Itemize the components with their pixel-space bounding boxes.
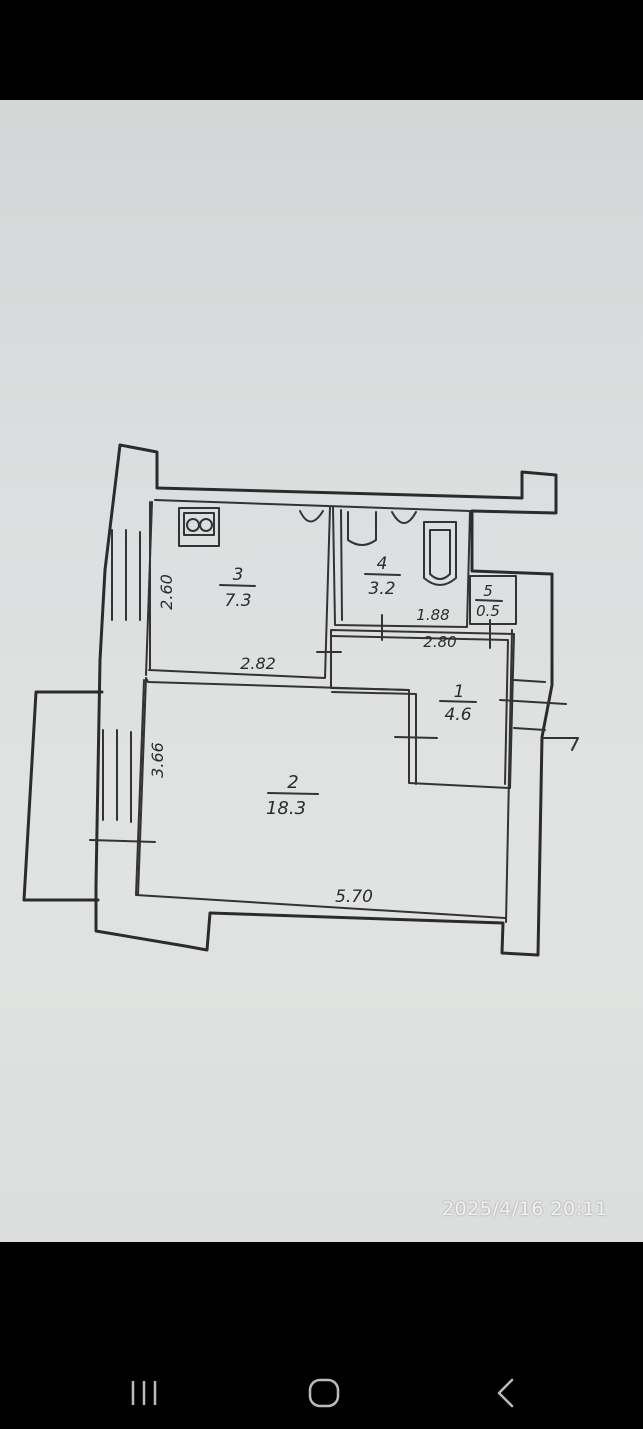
dimension-kitchen-depth: 2.60 xyxy=(157,574,176,610)
android-navigation-bar xyxy=(0,1242,643,1429)
dimension-living-width: 5.70 xyxy=(335,887,373,907)
room-2-number: 2 xyxy=(287,772,298,793)
dimension-kitchen-width: 2.82 xyxy=(240,654,276,673)
door-marks xyxy=(89,614,567,843)
stove-icon xyxy=(178,507,220,547)
washbasin-icon xyxy=(347,511,377,546)
bathroom-walls xyxy=(332,506,471,628)
room-3-area: 7.3 xyxy=(224,591,251,611)
room-4-number: 4 xyxy=(377,554,388,574)
dimension-hallway-width: 2.80 xyxy=(423,633,456,651)
kitchen-walls xyxy=(148,501,331,679)
room-3-number: 3 xyxy=(233,565,244,585)
photo-timestamp: 2025/4/16 20:11 xyxy=(442,1198,608,1220)
room-4-area: 3.2 xyxy=(368,579,395,599)
recent-apps-button[interactable] xyxy=(125,1377,165,1409)
room-5-number: 5 xyxy=(483,582,493,600)
closet-walls xyxy=(469,575,517,625)
balcony xyxy=(22,690,104,902)
toilet-icon xyxy=(391,511,417,524)
room-5-area: 0.5 xyxy=(476,602,500,620)
window-living xyxy=(102,729,132,823)
hallway-walls xyxy=(330,629,515,789)
floor-plan-drawing: 3 7.3 4 3.2 5 0.5 1 4.6 2 18.3 2.60 2.82… xyxy=(22,443,579,957)
living-room-walls xyxy=(137,677,409,896)
stove-inner-icon xyxy=(183,512,215,536)
back-button[interactable] xyxy=(488,1377,528,1409)
kitchen-sink-icon xyxy=(299,510,324,523)
recent-apps-icon xyxy=(131,1381,157,1405)
home-icon xyxy=(308,1378,340,1408)
window-kitchen xyxy=(111,529,141,621)
dimension-living-depth: 3.66 xyxy=(148,742,167,778)
hallway-inner xyxy=(331,635,509,785)
back-icon xyxy=(497,1378,514,1408)
dimension-bath-width: 1.88 xyxy=(416,606,449,624)
home-button[interactable] xyxy=(305,1377,345,1409)
room-2-area: 18.3 xyxy=(266,798,306,819)
room-1-number: 1 xyxy=(454,682,465,702)
bathtub-icon xyxy=(423,521,457,586)
outer-wall xyxy=(94,443,558,957)
floor-plan-photo: 3 7.3 4 3.2 5 0.5 1 4.6 2 18.3 2.60 2.82… xyxy=(0,100,643,1242)
room-1-area: 4.6 xyxy=(444,705,471,725)
